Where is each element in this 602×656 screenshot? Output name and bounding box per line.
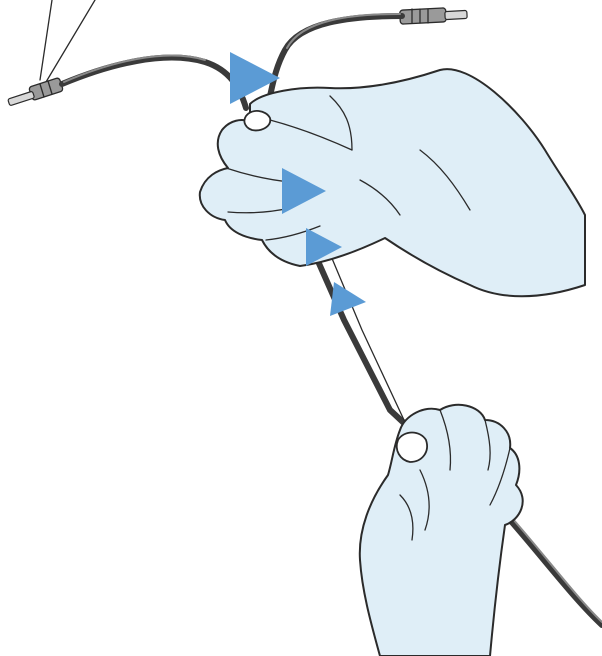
upper-hand [200,69,585,296]
suspension-wires [40,0,95,82]
cable-left-section [62,56,246,108]
cable-tail-section [510,518,602,625]
direction-arrow-icon [330,282,366,316]
left-audio-plug-icon [8,77,64,105]
right-audio-plug-icon [400,8,468,24]
lower-hand [360,405,523,656]
